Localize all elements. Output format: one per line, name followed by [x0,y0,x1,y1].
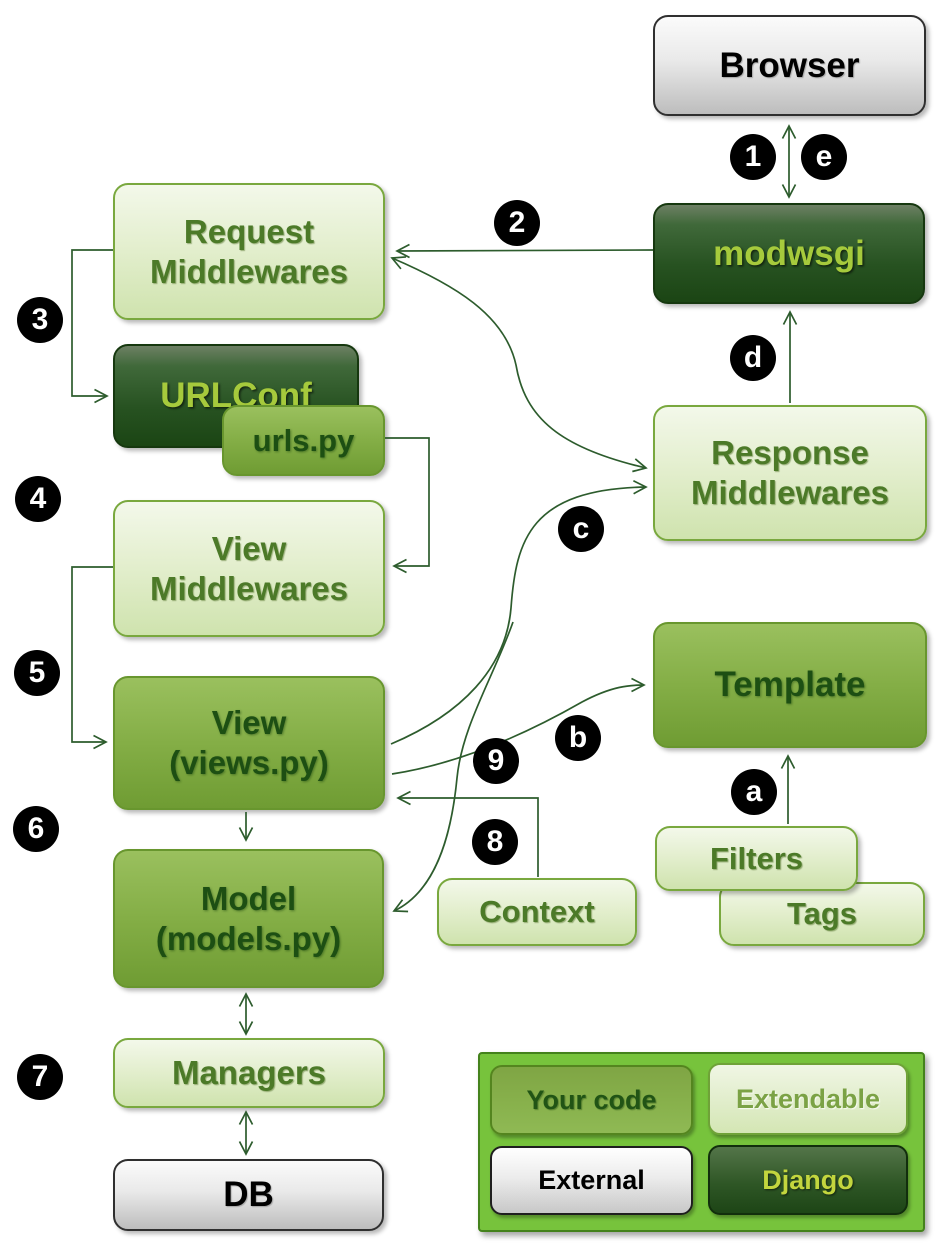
legend-panel: Your code Extendable External Django [478,1052,925,1232]
arrow-view-to-response-middlewares [390,479,648,745]
arrow-view-middlewares-to-view [71,566,113,750]
node-context: Context [437,878,637,946]
node-tags: Tags [719,882,925,946]
flow-badge-c: c [558,506,604,552]
flow-badge-b: b [555,715,601,761]
node-browser: Browser [653,15,926,116]
node-db: DB [113,1159,384,1231]
flow-badge-7: 7 [17,1054,63,1100]
node-template: Template [653,622,927,748]
node-urls-py: urls.py [222,405,385,476]
flow-badge-6: 6 [13,806,59,852]
flow-badge-9: 9 [473,738,519,784]
arrow-urlspy-to-view-middlewares [385,437,430,574]
node-request-middlewares: Request Middlewares [113,183,385,320]
flow-badge-1: 1 [730,134,776,180]
node-model: Model (models.py) [113,849,384,988]
flow-badge-d: d [730,335,776,381]
legend-item-external: External [490,1146,693,1215]
flow-badge-e: e [801,134,847,180]
flow-badge-4: 4 [15,476,61,522]
node-view-middlewares: View Middlewares [113,500,385,637]
flow-badge-5: 5 [14,650,60,696]
arrow-modwsgi-to-request-middlewares [395,243,654,259]
node-filters: Filters [655,826,858,891]
node-view: View (views.py) [113,676,385,810]
node-managers: Managers [113,1038,385,1108]
node-modwsgi: modwsgi [653,203,925,304]
legend-item-django: Django [708,1145,908,1215]
flow-badge-3: 3 [17,297,63,343]
legend-item-extendable: Extendable [708,1063,908,1135]
arrow-request-middlewares-response-middlewares [390,256,648,473]
node-response-middlewares: Response Middlewares [653,405,927,541]
arrow-request-middlewares-to-urlconf [71,249,113,404]
flow-badge-8: 8 [472,819,518,865]
flow-badge-2: 2 [494,200,540,246]
flow-badge-a: a [731,769,777,815]
legend-item-your-code: Your code [490,1065,693,1135]
